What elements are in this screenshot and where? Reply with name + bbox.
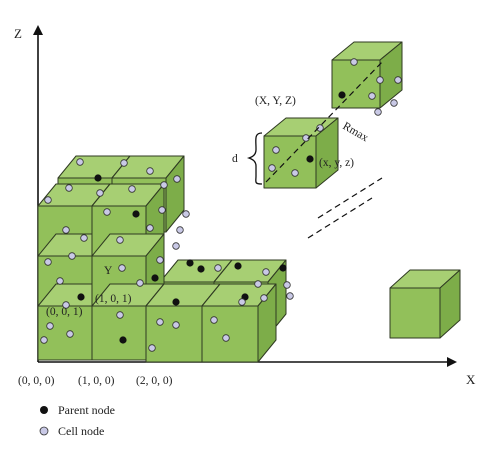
d-label: d bbox=[232, 153, 238, 165]
cell-node-dot bbox=[156, 318, 164, 326]
cell-node-dot bbox=[68, 252, 76, 260]
cell-node-dot bbox=[172, 242, 180, 250]
parent-node-dot bbox=[306, 155, 314, 163]
parent-node-dot bbox=[172, 298, 180, 306]
cell-node-dot bbox=[376, 76, 384, 84]
cell-node-dot bbox=[368, 92, 376, 100]
cell-node-dot bbox=[390, 99, 398, 107]
x2-label: (2, 0, 0) bbox=[136, 375, 173, 387]
x-axis-label: X bbox=[466, 372, 476, 387]
z-axis-label: Z bbox=[14, 26, 22, 41]
origin-label: (0, 0, 0) bbox=[18, 375, 55, 387]
parent-node-dot bbox=[119, 336, 127, 344]
rmax-label: Rmax bbox=[341, 120, 371, 144]
cell-node-dot bbox=[210, 316, 218, 324]
cell-node-dot bbox=[116, 236, 124, 244]
x1-label: (1, 0, 0) bbox=[78, 375, 115, 387]
cell-node-dot bbox=[56, 277, 64, 285]
cell-node-dot bbox=[62, 301, 70, 309]
cell-node-dot bbox=[103, 208, 111, 216]
cell-node-dot bbox=[173, 175, 181, 183]
legend-parent-dot bbox=[40, 406, 48, 414]
cell-node-dot bbox=[146, 224, 154, 232]
cell-node-dot bbox=[158, 206, 166, 214]
cell-node-dot bbox=[176, 226, 184, 234]
cell-001-label: (0, 0, 1) bbox=[46, 306, 83, 318]
cell-node-dot bbox=[291, 169, 299, 177]
rmax-dashed-line bbox=[265, 59, 385, 183]
parent-node-dot bbox=[77, 293, 85, 301]
parent-node-dot bbox=[279, 264, 287, 272]
legend-cell-dot bbox=[39, 426, 49, 436]
cell-node-dot bbox=[260, 294, 268, 302]
cube-2-0-0-front-face bbox=[145, 305, 203, 363]
cell-node-dot bbox=[286, 292, 294, 300]
cell-node-dot bbox=[120, 159, 128, 167]
floating-cube-big-front-face bbox=[331, 59, 381, 109]
cell-y-label: Y bbox=[104, 265, 113, 277]
cell-node-dot bbox=[283, 281, 291, 289]
cell-node-dot bbox=[128, 185, 136, 193]
dashed-guide-2 bbox=[307, 197, 373, 239]
d-brace bbox=[246, 132, 263, 185]
cell-node-dot bbox=[182, 210, 190, 218]
cell-node-dot bbox=[46, 322, 54, 330]
cell-node-dot bbox=[316, 124, 324, 132]
cell-node-dot bbox=[146, 167, 154, 175]
cell-node-dot bbox=[160, 181, 168, 189]
parent-node-dot bbox=[234, 262, 242, 270]
cell-node-dot bbox=[374, 108, 382, 116]
cell-node-dot bbox=[148, 344, 156, 352]
cell-node-dot bbox=[62, 226, 70, 234]
cell-node-dot bbox=[262, 268, 270, 276]
cell-node-dot bbox=[238, 298, 246, 306]
cell-node-dot bbox=[394, 76, 402, 84]
big-cell-xyz-label: (X, Y, Z) bbox=[255, 95, 296, 107]
cell-node-dot bbox=[222, 334, 230, 342]
cell-node-dot bbox=[40, 336, 48, 344]
cell-node-dot bbox=[268, 164, 276, 172]
node-dots bbox=[40, 58, 402, 352]
parent-node-dot bbox=[151, 274, 159, 282]
cell-node-dot bbox=[66, 330, 74, 338]
cell-node-dot bbox=[156, 256, 164, 264]
parent-node-dot bbox=[94, 174, 102, 182]
cell-node-dot bbox=[172, 321, 180, 329]
parent-node-dot bbox=[197, 265, 205, 273]
cell-node-dot bbox=[80, 234, 88, 242]
dashed-guide-1 bbox=[317, 177, 383, 219]
legend-cell-label: Cell node bbox=[58, 424, 104, 438]
cell-101-label: (1, 0, 1) bbox=[95, 293, 132, 305]
parent-node-dot bbox=[338, 91, 346, 99]
cell-node-dot bbox=[65, 184, 73, 192]
cell-node-dot bbox=[350, 58, 358, 66]
cube-3-0-0-front-face bbox=[201, 305, 259, 363]
legend-parent-label: Parent node bbox=[58, 403, 115, 417]
cell-node-dot bbox=[44, 258, 52, 266]
cell-node-dot bbox=[118, 264, 126, 272]
cell-node-dot bbox=[44, 196, 52, 204]
cell-node-dot bbox=[214, 264, 222, 272]
cell-node-dot bbox=[96, 189, 104, 197]
parent-node-dot bbox=[132, 210, 140, 218]
lone-cube-front-face bbox=[389, 287, 441, 339]
cell-node-dot bbox=[76, 158, 84, 166]
parent-node-dot bbox=[186, 259, 194, 267]
small-cell-xyz-label: (x, y, z) bbox=[319, 157, 354, 169]
voxel-grid bbox=[37, 41, 461, 363]
legend: Parent node Cell node bbox=[39, 403, 115, 438]
cell-node-dot bbox=[116, 311, 124, 319]
cell-node-dot bbox=[272, 146, 280, 154]
cell-node-dot bbox=[136, 279, 144, 287]
cell-node-dot bbox=[254, 280, 262, 288]
